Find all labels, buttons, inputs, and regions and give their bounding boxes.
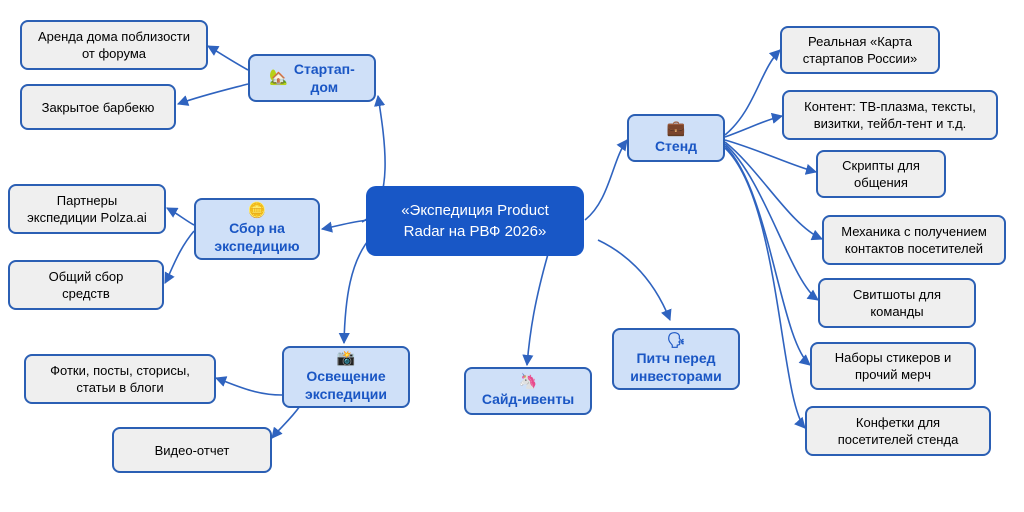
link-center-coverage (338, 235, 373, 345)
leaf-startup-map-label: Реальная «Карта стартапов России» (802, 34, 918, 66)
leaf-private-bbq-label: Закрытое барбекю (41, 99, 155, 115)
branch-startup-house[interactable]: 🏡 Стартап- дом (248, 54, 376, 102)
link-booth-leaf-3 (724, 139, 818, 175)
link-center-pitch (597, 239, 672, 322)
link-coverage-leaf-1 (214, 376, 283, 396)
branch-side-events[interactable]: 🦄 Сайд-ивенты (464, 367, 592, 415)
branch-startup-house-row: 🏡 Стартап- дом (269, 60, 355, 96)
leaf-photos-posts-label: Фотки, посты, сторисы, статьи в блоги (50, 363, 190, 395)
leaf-candies-label: Конфетки для посетителей стенда (837, 415, 959, 447)
leaf-scripts-label: Скрипты для общения (842, 158, 920, 190)
leaf-video-report[interactable]: Видео-отчет (112, 427, 272, 473)
branch-coverage-label: Освещение экспедиции (305, 368, 387, 402)
link-booth-leaf-5 (724, 143, 819, 301)
leaf-content[interactable]: Контент: ТВ-плазма, тексты, визитки, тей… (782, 90, 998, 140)
branch-side-events-label: Сайд-ивенты (481, 391, 575, 407)
branch-fundraising-label: Сбор на экспедицию (214, 220, 300, 254)
link-fundraising-leaf-1 (166, 207, 195, 226)
link-startup-house-leaf-2 (176, 83, 249, 106)
speaking-head-icon: 🗣 (666, 332, 686, 349)
leaf-contacts-mechanic[interactable]: Механика с получением контактов посетите… (822, 215, 1006, 265)
link-center-side-events (522, 253, 549, 367)
briefcase-icon: 💼 (666, 120, 686, 137)
branch-pitch-label: Питч перед инвесторами (630, 350, 722, 384)
leaf-stickers-merch[interactable]: Наборы стикеров и прочий мерч (810, 342, 976, 390)
link-booth-leaf-4 (724, 141, 824, 241)
leaf-contacts-mechanic-label: Механика с получением контактов посетите… (841, 224, 987, 256)
leaf-video-report-label: Видео-отчет (154, 442, 230, 458)
link-center-fundraising (320, 219, 369, 233)
branch-fundraising[interactable]: 🪙 Сбор на экспедицию (194, 198, 320, 260)
link-booth-leaf-1 (724, 49, 781, 136)
link-booth-leaf-2 (724, 112, 784, 138)
leaf-scripts[interactable]: Скрипты для общения (816, 150, 946, 198)
leaf-general-fundraising[interactable]: Общий сбор средств (8, 260, 164, 310)
branch-coverage[interactable]: 📸 Освещение экспедиции (282, 346, 410, 408)
link-startup-house-leaf-1 (207, 45, 249, 71)
branch-booth[interactable]: 💼 Стенд (627, 114, 725, 162)
camera-icon: 📸 (336, 350, 356, 367)
unicorn-icon: 🦄 (518, 373, 538, 390)
coin-icon: 🪙 (247, 202, 267, 219)
leaf-sweatshirts-label: Свитшоты для команды (852, 287, 941, 319)
leaf-stickers-merch-label: Наборы стикеров и прочий мерч (834, 350, 952, 382)
house-icon: 🏡 (269, 69, 288, 86)
leaf-private-bbq[interactable]: Закрытое барбекю (20, 84, 176, 130)
link-coverage-leaf-2 (271, 405, 301, 439)
link-booth-leaf-7 (724, 147, 806, 429)
leaf-content-label: Контент: ТВ-плазма, тексты, визитки, тей… (804, 99, 976, 131)
leaf-candies[interactable]: Конфетки для посетителей стенда (805, 406, 991, 456)
central-topic-label: «Экспедиция Product Radar на РВФ 2026» (401, 202, 549, 240)
leaf-general-fundraising-label: Общий сбор средств (48, 269, 124, 301)
leaf-photos-posts[interactable]: Фотки, посты, сторисы, статьи в блоги (24, 354, 216, 404)
link-center-booth (584, 139, 628, 221)
leaf-house-rental-label: Аренда дома поблизости от форума (37, 29, 191, 61)
central-topic[interactable]: «Экспедиция Product Radar на РВФ 2026» (366, 186, 584, 256)
leaf-partners-label: Партнеры экспедиции Polza.ai (27, 193, 147, 225)
leaf-house-rental[interactable]: Аренда дома поблизости от форума (20, 20, 208, 70)
link-fundraising-leaf-2 (164, 230, 195, 284)
leaf-sweatshirts[interactable]: Свитшоты для команды (818, 278, 976, 328)
branch-booth-label: Стенд (654, 138, 698, 154)
leaf-partners[interactable]: Партнеры экспедиции Polza.ai (8, 184, 166, 234)
branch-startup-house-label: Стартап- дом (293, 61, 355, 95)
branch-pitch[interactable]: 🗣 Питч перед инвесторами (612, 328, 740, 390)
leaf-startup-map[interactable]: Реальная «Карта стартапов России» (780, 26, 940, 74)
